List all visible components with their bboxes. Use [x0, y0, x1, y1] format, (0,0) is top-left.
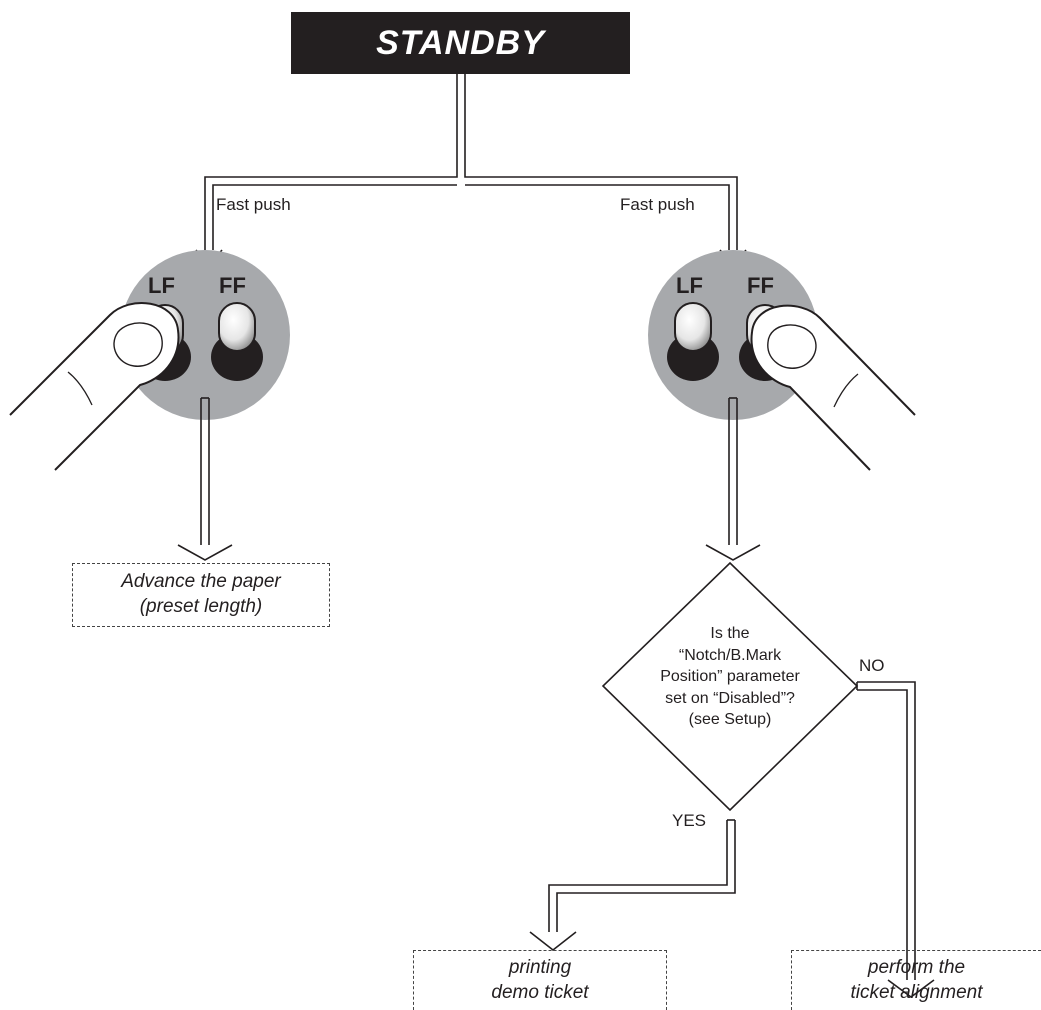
result-advance-paper: Advance the paper (preset length) — [72, 563, 330, 627]
lf-label-right: LF — [676, 273, 703, 298]
fast-push-label-left: Fast push — [216, 195, 291, 214]
lf-label-left: LF — [148, 273, 175, 298]
right-button-panel — [648, 250, 916, 471]
result-line: ticket alignment — [850, 981, 983, 1003]
result-demo-ticket: printing demo ticket — [413, 950, 667, 1010]
connector-trunk — [204, 74, 738, 252]
arrow-yes-branch — [529, 819, 736, 952]
result-line: printing — [508, 956, 572, 978]
decision-text: Is the “Notch/B.Mark Position” parameter… — [630, 623, 830, 731]
decision-line: set on “Disabled”? — [665, 689, 795, 707]
standby-state: STANDBY — [291, 12, 630, 74]
fast-push-label-right: Fast push — [620, 195, 695, 214]
result-ticket-alignment: perform the ticket alignment — [791, 950, 1041, 1010]
result-line: perform the — [867, 956, 966, 978]
decision-line: Position” parameter — [660, 668, 800, 686]
arrow-no-branch — [856, 681, 935, 998]
result-line: (preset length) — [139, 596, 263, 617]
yes-label: YES — [672, 811, 707, 830]
no-label: NO — [859, 656, 885, 675]
result-line: demo ticket — [491, 981, 589, 1003]
decision-line: (see Setup) — [688, 711, 772, 729]
decision-line: Is the — [710, 625, 750, 642]
finger-right — [750, 304, 916, 471]
left-button-panel — [9, 250, 290, 471]
decision-diamond — [601, 561, 859, 812]
ff-label-left: FF — [219, 273, 246, 298]
arrow-left-result — [177, 397, 233, 561]
result-line: Advance the paper — [121, 571, 281, 593]
ff-label-right: FF — [747, 273, 774, 298]
decision-line: “Notch/B.Mark — [678, 646, 782, 664]
arrowhead-left-button — [195, 249, 747, 267]
finger-left — [9, 302, 180, 471]
arrow-right-decision — [705, 397, 761, 561]
